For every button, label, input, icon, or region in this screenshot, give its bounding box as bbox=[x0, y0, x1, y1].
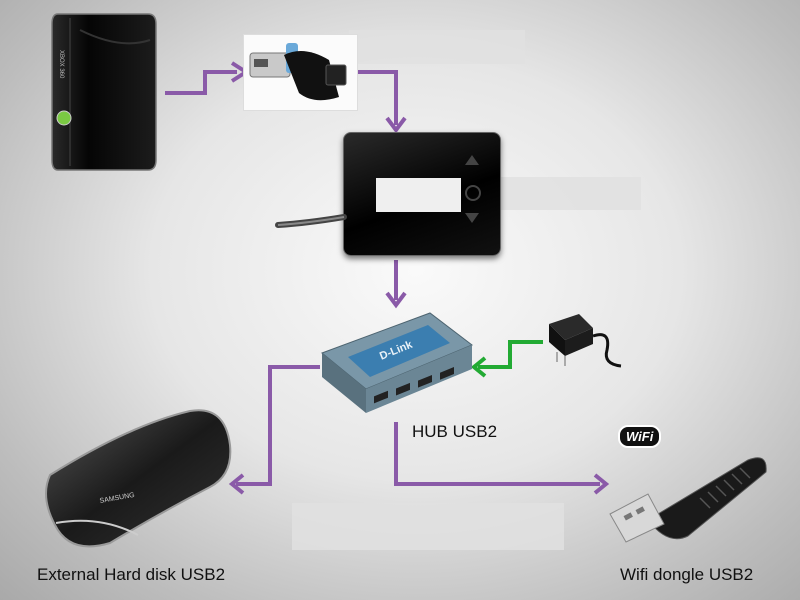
hard-disk-label: External Hard disk USB2 bbox=[37, 565, 226, 584]
black-box-device-icon bbox=[343, 132, 501, 256]
usb-adapter-icon bbox=[249, 43, 347, 101]
device-screen bbox=[376, 178, 461, 212]
device-ok-button-icon bbox=[465, 185, 481, 201]
arrow-console-to-adapter bbox=[165, 70, 237, 95]
device-up-button-icon bbox=[465, 155, 479, 165]
device-cable-icon bbox=[275, 214, 347, 228]
arrow-hub-to-wifi bbox=[394, 422, 600, 486]
wifi-badge-text: WiFi bbox=[626, 429, 654, 444]
usb-hub-icon: D-Link bbox=[321, 312, 473, 413]
usb-adapter-frame bbox=[243, 34, 358, 111]
xbox-360-console-icon: XBOX 360 bbox=[51, 13, 157, 171]
arrow-adapter-to-device bbox=[357, 70, 398, 125]
redacted-label-bottom bbox=[292, 503, 564, 550]
wifi-dongle-icon bbox=[609, 457, 767, 543]
arrow-hub-to-hard-disk bbox=[236, 365, 320, 486]
power-adapter-icon bbox=[549, 314, 622, 368]
redacted-label-device bbox=[495, 177, 641, 210]
wifi-dongle-label: Wifi dongle USB2 bbox=[620, 565, 754, 584]
redacted-label-adapter bbox=[349, 30, 525, 64]
console-brand-text: XBOX 360 bbox=[58, 50, 64, 79]
external-hard-disk-icon: SAMSUNG bbox=[45, 409, 232, 548]
device-down-button-icon bbox=[465, 213, 479, 223]
arrow-power-to-hub bbox=[478, 340, 543, 369]
hub-label: HUB USB2 bbox=[412, 422, 498, 441]
wifi-badge: WiFi bbox=[618, 425, 662, 448]
